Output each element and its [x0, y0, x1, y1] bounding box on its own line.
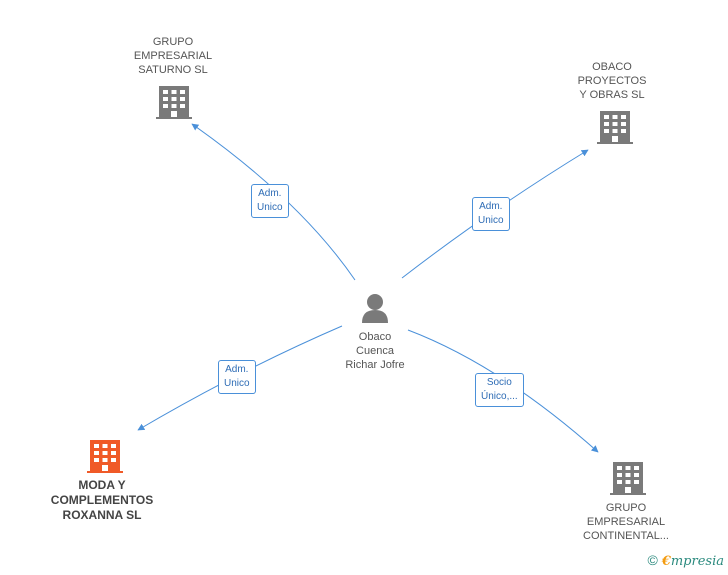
node-label-line: GRUPO [605, 502, 647, 514]
brand-logo: €mpresia [662, 554, 724, 569]
node-label-line: CONTINENTAL... [583, 530, 669, 542]
node-label-line: Richar Jofre [345, 359, 405, 371]
node-label-line: EMPRESARIAL [133, 50, 213, 62]
relation-badge-line: Adm. [225, 364, 249, 375]
node-label-center[interactable]: Obaco Cuenca Richar Jofre [345, 330, 404, 372]
node-label-obaco-proyectos[interactable]: OBACO PROYECTOS Y OBRAS SL [578, 60, 647, 102]
node-label-line: MODA Y [78, 478, 126, 492]
node-label-line: Obaco [358, 331, 392, 343]
node-label-saturno[interactable]: GRUPO EMPRESARIAL SATURNO SL [134, 35, 212, 77]
node-label-line: EMPRESARIAL [586, 516, 666, 528]
copyright-symbol: © [647, 552, 658, 568]
node-label-line: PROYECTOS [577, 75, 647, 87]
node-label-line: COMPLEMENTOS [50, 493, 154, 507]
relation-badge-line: Socio [486, 377, 512, 388]
relation-badge-continental[interactable]: Socio Único,... [475, 373, 524, 407]
relation-badge-line: Adm. [479, 201, 503, 212]
brand-logo-text: mpresia [670, 554, 724, 569]
relation-badge-saturno[interactable]: Adm. Unico [251, 184, 289, 218]
node-label-continental[interactable]: GRUPO EMPRESARIAL CONTINENTAL... [583, 501, 669, 543]
node-label-line: ROXANNA SL [62, 508, 142, 522]
relation-badge-line: Unico [257, 202, 283, 213]
node-label-line: Y OBRAS SL [579, 89, 645, 101]
relation-badge-moda[interactable]: Adm. Unico [218, 360, 256, 394]
node-label-line: SATURNO SL [138, 64, 208, 76]
node-label-moda[interactable]: MODA Y COMPLEMENTOS ROXANNA SL [51, 478, 153, 523]
relation-badge-obaco-proyectos[interactable]: Adm. Unico [472, 197, 510, 231]
relation-badge-line: Unico [478, 215, 504, 226]
relation-badge-line: Unico [224, 378, 250, 389]
relation-badge-line: Único,... [481, 391, 518, 402]
person-icon[interactable] [362, 294, 388, 323]
node-label-line: OBACO [592, 61, 632, 73]
building-icon-highlight[interactable] [87, 440, 123, 473]
node-label-line: GRUPO [152, 36, 194, 48]
building-icon[interactable] [156, 86, 192, 119]
node-label-line: Cuenca [356, 345, 394, 357]
brand-logo-e: € [661, 554, 671, 569]
building-icon[interactable] [597, 111, 633, 144]
building-icon[interactable] [610, 462, 646, 495]
footer-brand: ©€mpresia [647, 552, 724, 569]
relation-badge-line: Adm. [258, 188, 282, 199]
